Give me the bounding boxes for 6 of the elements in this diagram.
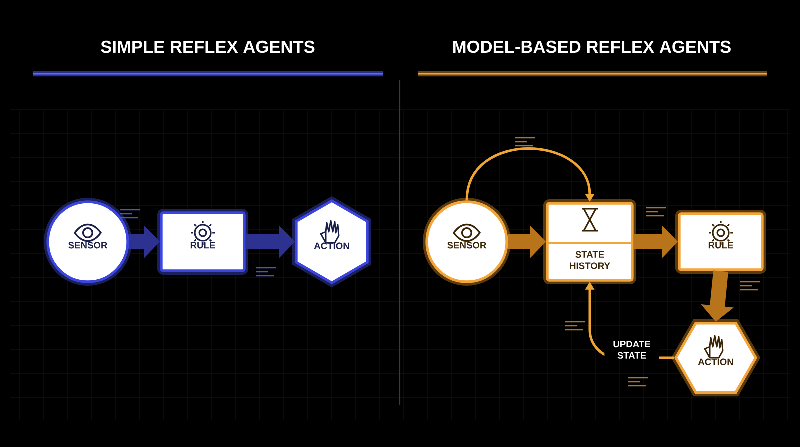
rule-box: RULE	[676, 210, 766, 274]
edge-label: UPDATE STATE	[604, 340, 660, 360]
panel-title: SIMPLE REFLEX AGENTS	[101, 40, 315, 54]
rule-box: RULE	[158, 209, 248, 275]
panel-title: MODEL-BASED REFLEX AGENTS	[454, 40, 731, 54]
state-box: STATE HISTORY	[544, 200, 636, 284]
